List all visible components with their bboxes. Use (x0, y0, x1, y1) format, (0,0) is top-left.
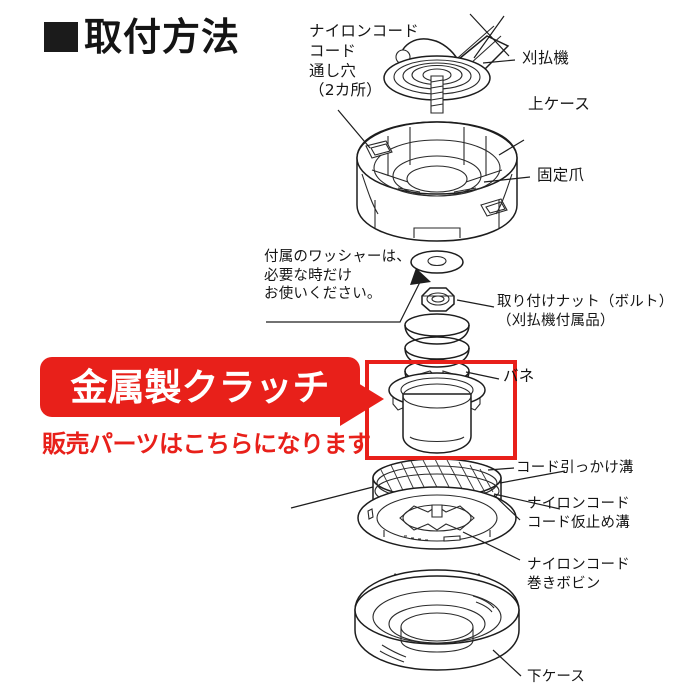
lower-case-part (354, 569, 520, 671)
callout-spring: バネ (503, 367, 535, 385)
clutch-highlight-box (365, 360, 517, 460)
callout-brushcutter: 刈払機 (522, 49, 570, 67)
callout-cord-hook-groove: コード引っかけ溝 (516, 460, 634, 476)
callout-washer-note: 付属のワッシャーは、 必要な時だけ お使いください。 (264, 249, 411, 303)
promo-banner-text: 金属製クラッチ (70, 365, 330, 409)
callout-cord-temp-groove: ナイロンコード コード仮止め溝 (527, 496, 630, 531)
callout-cord-bobbin: ナイロンコード 巻きボビン (527, 557, 630, 592)
promo-banner: 金属製クラッチ (40, 357, 360, 417)
promo-sub-text: 販売パーツはこちらになります (42, 430, 371, 458)
mounting-nut-part (421, 287, 455, 312)
callout-upper-case: 上ケース (528, 95, 591, 113)
metal-clutch-part (388, 370, 486, 454)
page-heading: 取付方法 (44, 18, 240, 56)
gearbox-shaft-part (383, 13, 510, 114)
callout-mounting-nut: 取り付けナット（ボルト） (497, 294, 674, 310)
leader-lines (266, 59, 531, 677)
callout-mounting-nut-sub: （刈払機付属品） (497, 313, 615, 329)
cord-bobbin-part (290, 458, 566, 550)
page-title: 取付方法 (84, 15, 241, 59)
callout-lower-case: 下ケース (527, 669, 586, 685)
filled-square-icon (44, 22, 78, 52)
callout-fixing-claw: 固定爪 (537, 166, 585, 184)
washer-part (410, 250, 464, 274)
callout-cord-hole: ナイロンコード コード 通し穴 （2カ所） (309, 22, 419, 100)
upper-case-part (356, 121, 518, 242)
